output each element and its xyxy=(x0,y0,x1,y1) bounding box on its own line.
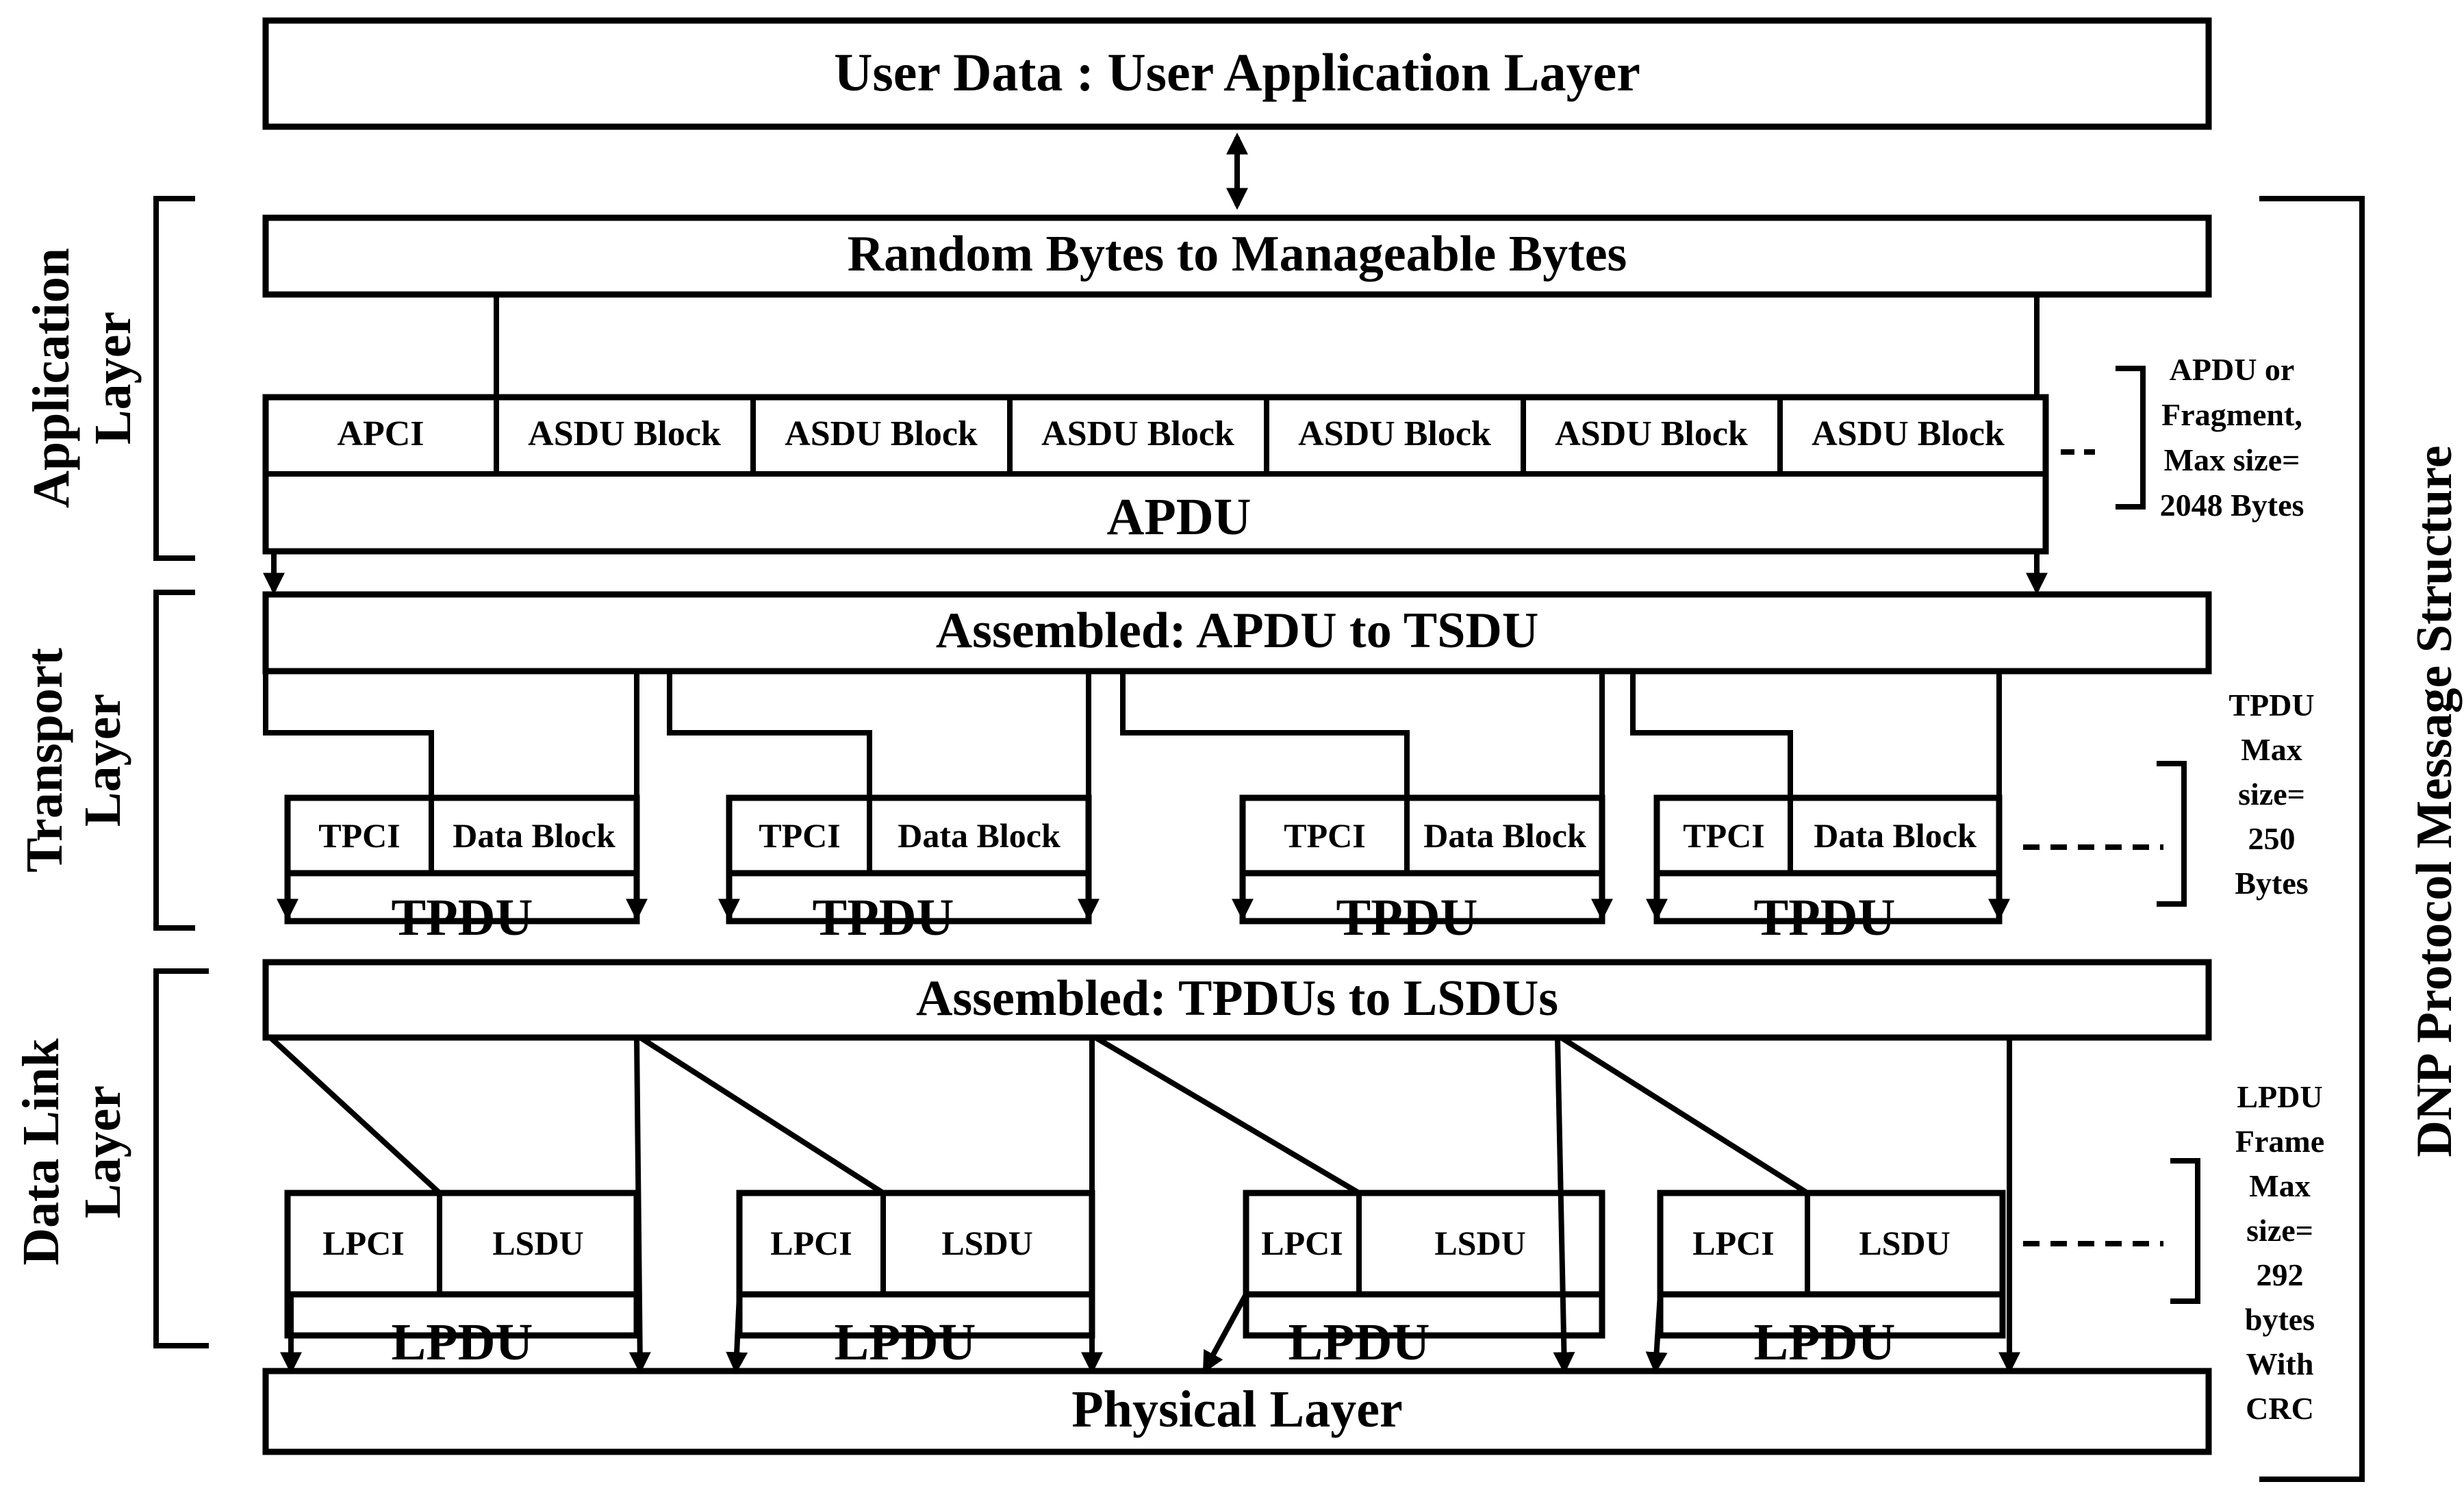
application-layer-bracket xyxy=(153,196,195,561)
tpdu-group: TPCI Data Block TPDU xyxy=(263,671,648,946)
asdu-block-label: ASDU Block xyxy=(1298,414,1491,453)
random-bytes-label: Random Bytes to Manageable Bytes xyxy=(848,226,1627,282)
datalink-layer-label: Data Link xyxy=(12,1038,70,1266)
physical-layer-box xyxy=(262,1368,2212,1455)
tpci-label: TPCI xyxy=(1683,816,1764,855)
lpdu-label: LPDU xyxy=(835,1314,976,1371)
lsdu-label: LSDU xyxy=(1434,1224,1525,1262)
transport-layer-label: Transport xyxy=(16,648,73,872)
apdu-bracket xyxy=(2116,366,2146,510)
svg-text:TPDU: TPDU xyxy=(2228,688,2314,723)
lsdu-label: LSDU xyxy=(941,1224,1032,1262)
svg-text:LPDU: LPDU xyxy=(2237,1079,2322,1114)
asdu-block-label: ASDU Block xyxy=(528,414,721,453)
physical-layer-label: Physical Layer xyxy=(1071,1381,1402,1438)
lpdu-group: LPCI LSDU LPDU xyxy=(1559,1035,2020,1374)
apdu-label: APDU xyxy=(1106,488,1251,546)
svg-text:Bytes: Bytes xyxy=(2235,866,2308,901)
user-application-box xyxy=(262,17,2212,130)
asdu-block-label: ASDU Block xyxy=(1041,414,1234,453)
lpdu-group: LPCI LSDU LPDU xyxy=(1093,1035,1605,1374)
lsdu-bar-label: Assembled: TPDUs to LSDUs xyxy=(916,970,1558,1027)
svg-text:With: With xyxy=(2246,1346,2314,1381)
svg-text:size=: size= xyxy=(2246,1213,2313,1248)
data-block-label: Data Block xyxy=(1423,816,1586,855)
svg-text:APDU or: APDU or xyxy=(2170,352,2295,387)
application-layer-label: Application xyxy=(23,248,80,508)
apdu-size-note: APDU or Fragment, Max size= 2048 Bytes xyxy=(2160,352,2304,523)
lpci-label: LPCI xyxy=(1692,1224,1774,1262)
protocol-structure-label: DNP Protocol Message Structure xyxy=(2406,445,2463,1157)
data-block-label: Data Block xyxy=(898,816,1060,855)
tsdu-bar-label: Assembled: APDU to TSDU xyxy=(936,603,1539,659)
tpdu-label: TPDU xyxy=(813,889,954,946)
tpdu-size-note: TPDU Max size= 250 Bytes xyxy=(2228,688,2314,901)
lsdu-label: LSDU xyxy=(1859,1224,1950,1262)
application-layer-label-2: Layer xyxy=(84,312,142,444)
tpci-label: TPCI xyxy=(318,816,400,855)
lpdu-label: LPDU xyxy=(1754,1314,1896,1371)
tpci-label: TPCI xyxy=(1284,816,1365,855)
lsdu-bar xyxy=(262,959,2212,1041)
user-application-label: User Data : User Application Layer xyxy=(834,42,1640,102)
lpci-label: LPCI xyxy=(770,1224,852,1262)
svg-text:CRC: CRC xyxy=(2246,1391,2314,1426)
tpdu-label: TPDU xyxy=(392,889,533,946)
datalink-layer-label-2: Layer xyxy=(74,1085,131,1218)
tpdu-group: TPCI Data Block TPDU xyxy=(1630,671,2010,946)
svg-text:292: 292 xyxy=(2257,1257,2304,1292)
svg-text:Max: Max xyxy=(2249,1168,2310,1203)
datalink-layer-bracket xyxy=(153,968,209,1348)
protocol-structure-bracket xyxy=(2259,196,2365,1482)
random-bytes-box xyxy=(262,214,2212,298)
tsdu-bar xyxy=(262,591,2212,675)
lpdu-size-note: LPDU Frame Max size= 292 bytes With CRC xyxy=(2235,1079,2324,1426)
svg-text:Max: Max xyxy=(2241,732,2302,767)
tpci-label: TPCI xyxy=(759,816,840,855)
svg-text:250: 250 xyxy=(2248,821,2296,856)
svg-text:Fragment,: Fragment, xyxy=(2161,397,2302,432)
lpdu-group: LPCI LSDU LPDU xyxy=(638,1035,1103,1374)
lpdu-bracket xyxy=(2170,1158,2200,1304)
tpdu-label: TPDU xyxy=(1336,889,1478,946)
lpci-label: LPCI xyxy=(322,1224,404,1262)
lsdu-label: LSDU xyxy=(492,1224,583,1262)
svg-text:size=: size= xyxy=(2238,777,2305,812)
asdu-block-label: ASDU Block xyxy=(785,414,978,453)
tpdu-label: TPDU xyxy=(1754,889,1896,946)
data-block-label: Data Block xyxy=(453,816,615,855)
svg-text:2048 Bytes: 2048 Bytes xyxy=(2160,488,2304,523)
transport-layer-bracket xyxy=(153,590,195,931)
transport-layer-label-2: Layer xyxy=(74,694,131,827)
svg-text:Max size=: Max size= xyxy=(2164,442,2300,477)
apci-label: APCI xyxy=(337,414,424,453)
data-block-label: Data Block xyxy=(1814,816,1977,855)
svg-text:bytes: bytes xyxy=(2245,1302,2315,1337)
tpdu-bracket xyxy=(2157,761,2187,907)
tpdu-group: TPCI Data Block TPDU xyxy=(1120,671,1613,946)
lpdu-label: LPDU xyxy=(392,1314,533,1371)
lpci-label: LPCI xyxy=(1261,1224,1343,1262)
tpdu-group: TPCI Data Block TPDU xyxy=(667,671,1100,946)
lpdu-group: LPCI LSDU LPDU xyxy=(268,1035,651,1374)
asdu-block-label: ASDU Block xyxy=(1812,414,2005,453)
asdu-block-label: ASDU Block xyxy=(1555,414,1748,453)
svg-text:Frame: Frame xyxy=(2235,1124,2324,1159)
lpdu-label: LPDU xyxy=(1288,1314,1430,1371)
